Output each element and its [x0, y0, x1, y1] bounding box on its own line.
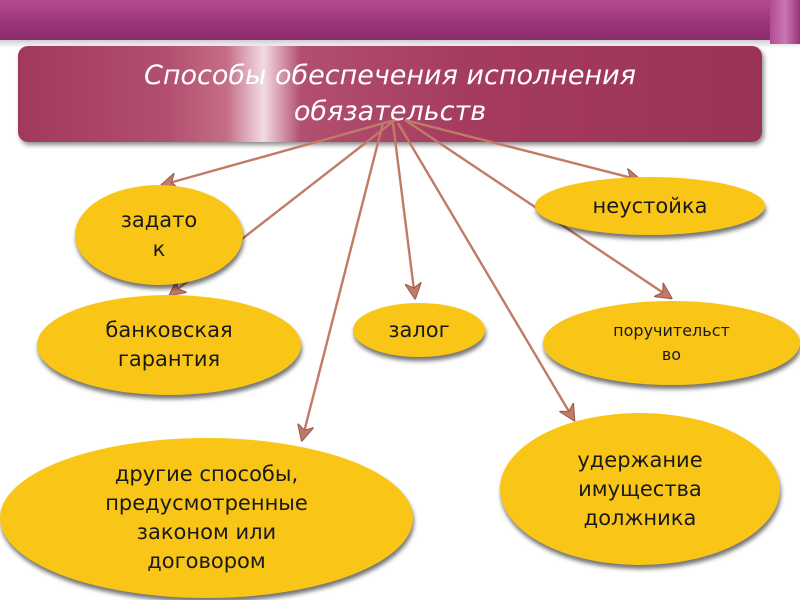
- node-bank-line-2: гарантия: [117, 347, 221, 371]
- node-zadatok-line-2: к: [152, 237, 166, 261]
- arrow-to-zadatok: [162, 118, 396, 185]
- title-box: [18, 46, 762, 142]
- node-zadatok: задато к: [75, 185, 243, 285]
- node-neustoika-label: неустойка: [592, 193, 708, 218]
- top-banner: [0, 0, 800, 40]
- node-bank-line-1: банковская: [105, 318, 233, 342]
- diagram-title: Способы обеспечения исполнения обязатель…: [18, 58, 762, 130]
- node-drugie-line-1: другие способы,: [114, 462, 299, 486]
- node-poruch-line-2: во: [661, 345, 682, 364]
- node-drugie-line-3: законом или: [136, 520, 277, 544]
- top-banner-shadow: [0, 40, 800, 48]
- node-zadatok-line-1: задато: [120, 208, 198, 232]
- node-uderzh-line-2: имущества: [578, 476, 702, 501]
- title-line-1: Способы обеспечения исполнения: [144, 60, 636, 91]
- node-poruch: поручительст во: [543, 301, 800, 385]
- node-uderzh-line-3: должника: [583, 505, 697, 530]
- node-uderzh-line-1: удержание: [577, 447, 703, 472]
- node-poruch-line-1: поручительст: [613, 321, 730, 340]
- top-banner-accent: [770, 0, 800, 44]
- node-uderzh: удержание имущества должника: [500, 413, 780, 565]
- node-drugie: другие способы, предусмотренные законом …: [0, 438, 413, 598]
- arrow-to-zalog: [391, 122, 415, 298]
- node-drugie-line-2: предусмотренные: [105, 491, 308, 515]
- node-bank: банковская гарантия: [37, 295, 301, 395]
- node-drugie-line-4: договором: [147, 549, 266, 573]
- node-zalog-label: залог: [388, 317, 450, 342]
- node-neustoika: неустойка: [535, 177, 765, 235]
- node-zalog: залог: [353, 303, 485, 357]
- arrow-to-uderzh: [396, 122, 574, 420]
- arrow-to-drugie: [302, 122, 385, 440]
- arrow-to-neustoika: [404, 118, 640, 180]
